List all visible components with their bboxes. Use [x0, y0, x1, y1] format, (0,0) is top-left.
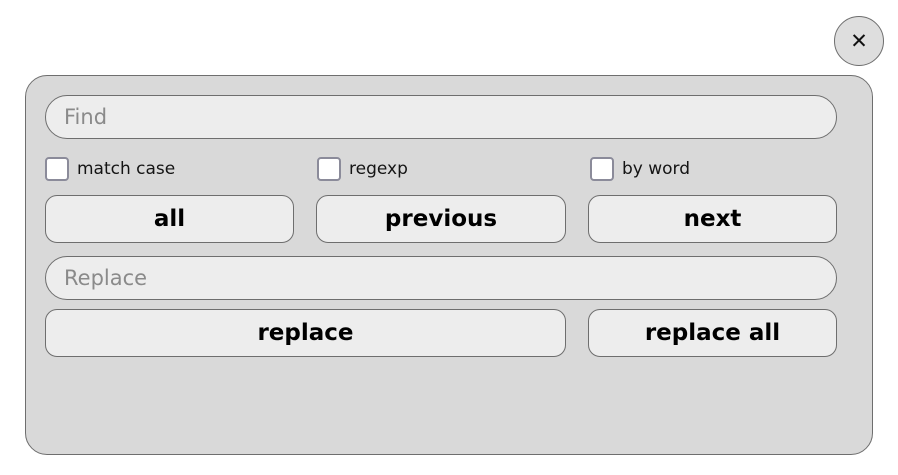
checkbox-by-word-icon[interactable] [590, 157, 614, 181]
find-replace-panel: match case regexp by word all previous n… [25, 75, 873, 455]
search-options-row: match case regexp by word [45, 152, 853, 186]
find-next-button[interactable]: next [588, 195, 837, 243]
option-by-word[interactable]: by word [590, 152, 690, 186]
option-match-case-label: match case [77, 159, 176, 179]
option-by-word-label: by word [622, 159, 691, 179]
replace-all-button[interactable]: replace all [588, 309, 837, 357]
option-regexp[interactable]: regexp [317, 152, 408, 186]
option-match-case[interactable]: match case [45, 152, 175, 186]
replace-button[interactable]: replace [45, 309, 566, 357]
find-previous-button[interactable]: previous [316, 195, 566, 243]
checkbox-match-case-icon[interactable] [45, 157, 69, 181]
find-all-button[interactable]: all [45, 195, 294, 243]
find-input[interactable] [45, 95, 837, 139]
checkbox-regexp-icon[interactable] [317, 157, 341, 181]
search-button-row: all previous next [45, 195, 853, 243]
replace-button-row: replace replace all [45, 309, 853, 357]
replace-input[interactable] [45, 256, 837, 300]
option-regexp-label: regexp [349, 159, 408, 179]
replace-field-row [45, 256, 853, 300]
close-icon: ✕ [850, 28, 868, 53]
close-button[interactable]: ✕ [834, 16, 884, 66]
